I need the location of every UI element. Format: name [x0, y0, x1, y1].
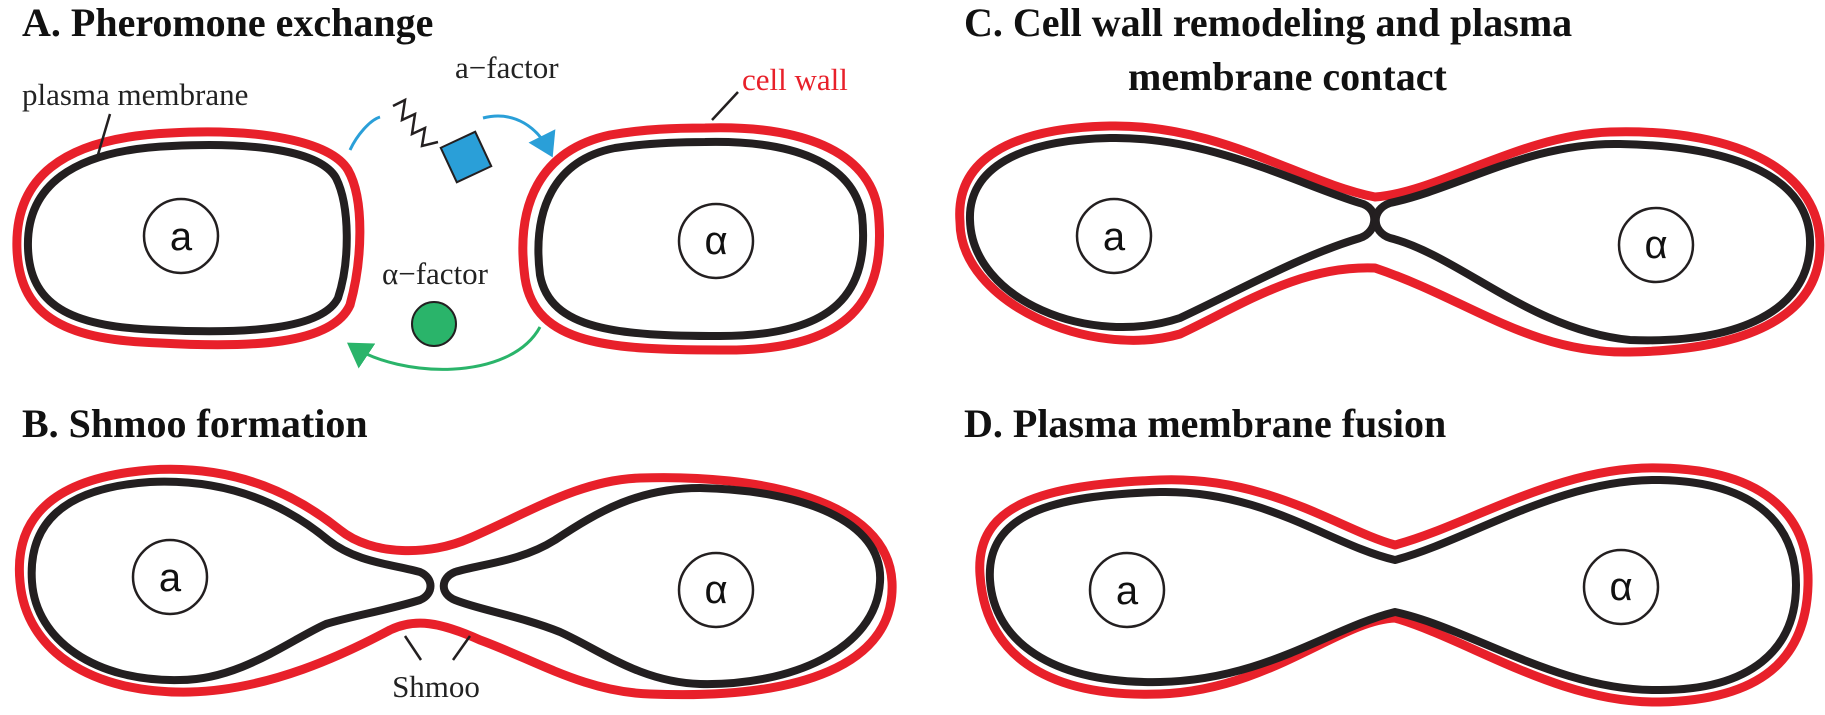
cell-wall-label: cell wall: [742, 62, 848, 97]
panel-b-title: B. Shmoo formation: [22, 401, 368, 446]
a-cell-nucleus: [131, 538, 209, 616]
panel-c: C. Cell wall remodeling and plasma membr…: [955, 0, 1825, 357]
panel-a-title: A. Pheromone exchange: [22, 0, 433, 45]
panel-c-title-line2: membrane contact: [1128, 54, 1447, 99]
a-cell-type-label: a: [1103, 215, 1126, 259]
a-cell-type-label: a: [159, 556, 182, 600]
plasma-membrane: [27, 477, 435, 685]
a-cell-type-label: a: [170, 215, 193, 259]
cell-wall: [12, 127, 365, 350]
alpha-cell-nucleus: [1617, 206, 1695, 284]
a-cell-nucleus: [1075, 197, 1153, 275]
alpha-factor-label: α−factor: [382, 256, 489, 291]
alpha-cell-type-label: α: [1644, 223, 1667, 267]
panel-b: B. Shmoo formation a α Shmoo: [14, 401, 897, 704]
alpha-cell-nucleus: [677, 551, 755, 629]
a-cell-nucleus: [1088, 551, 1166, 629]
cell-wall: [14, 464, 897, 700]
alpha-cell: α: [518, 123, 884, 355]
alpha-cell-nucleus: [677, 202, 755, 280]
alpha-cell-type-label: α: [1609, 565, 1632, 609]
plasma-membrane: [985, 475, 1800, 695]
alpha-factor-arrow: [347, 326, 542, 371]
panel-a: A. Pheromone exchange a α plasma membran…: [12, 0, 884, 371]
cell-wall: [955, 121, 1825, 357]
plasma-membrane: [439, 484, 885, 689]
panel-c-title-line1: C. Cell wall remodeling and plasma: [964, 0, 1572, 45]
alpha-cell-nucleus: [1582, 548, 1660, 626]
a-cell-type-label: a: [1116, 569, 1139, 613]
plasma-membrane: [23, 141, 351, 336]
a-cell-nucleus: [142, 197, 220, 275]
panel-d-title: D. Plasma membrane fusion: [964, 401, 1446, 446]
shmoo-leader-right: [451, 635, 472, 661]
a-factor-chain: [392, 97, 439, 148]
alpha-factor-icon: [411, 301, 457, 347]
a-cell: a: [12, 127, 365, 350]
cell-wall: [518, 123, 884, 355]
alpha-cell-type-label: α: [704, 219, 727, 263]
shmoo-leader-left: [403, 635, 423, 661]
plasma-membrane: [1371, 139, 1815, 345]
plasma-membrane-label: plasma membrane: [22, 77, 248, 112]
panel-d: D. Plasma membrane fusion a α: [964, 401, 1813, 707]
plasma-membrane: [965, 133, 1379, 331]
shmoo-label: Shmoo: [392, 669, 480, 704]
alpha-cell-type-label: α: [704, 568, 727, 612]
a-factor-arrow-right: [482, 114, 556, 158]
a-factor-arrow-left: [348, 115, 381, 151]
a-factor-icon: [439, 130, 493, 184]
a-factor-label: a−factor: [455, 50, 559, 85]
cell-wall-leader: [711, 91, 739, 121]
plasma-membrane: [534, 137, 867, 340]
plasma-membrane-leader: [95, 113, 112, 159]
cell-wall: [975, 463, 1813, 707]
